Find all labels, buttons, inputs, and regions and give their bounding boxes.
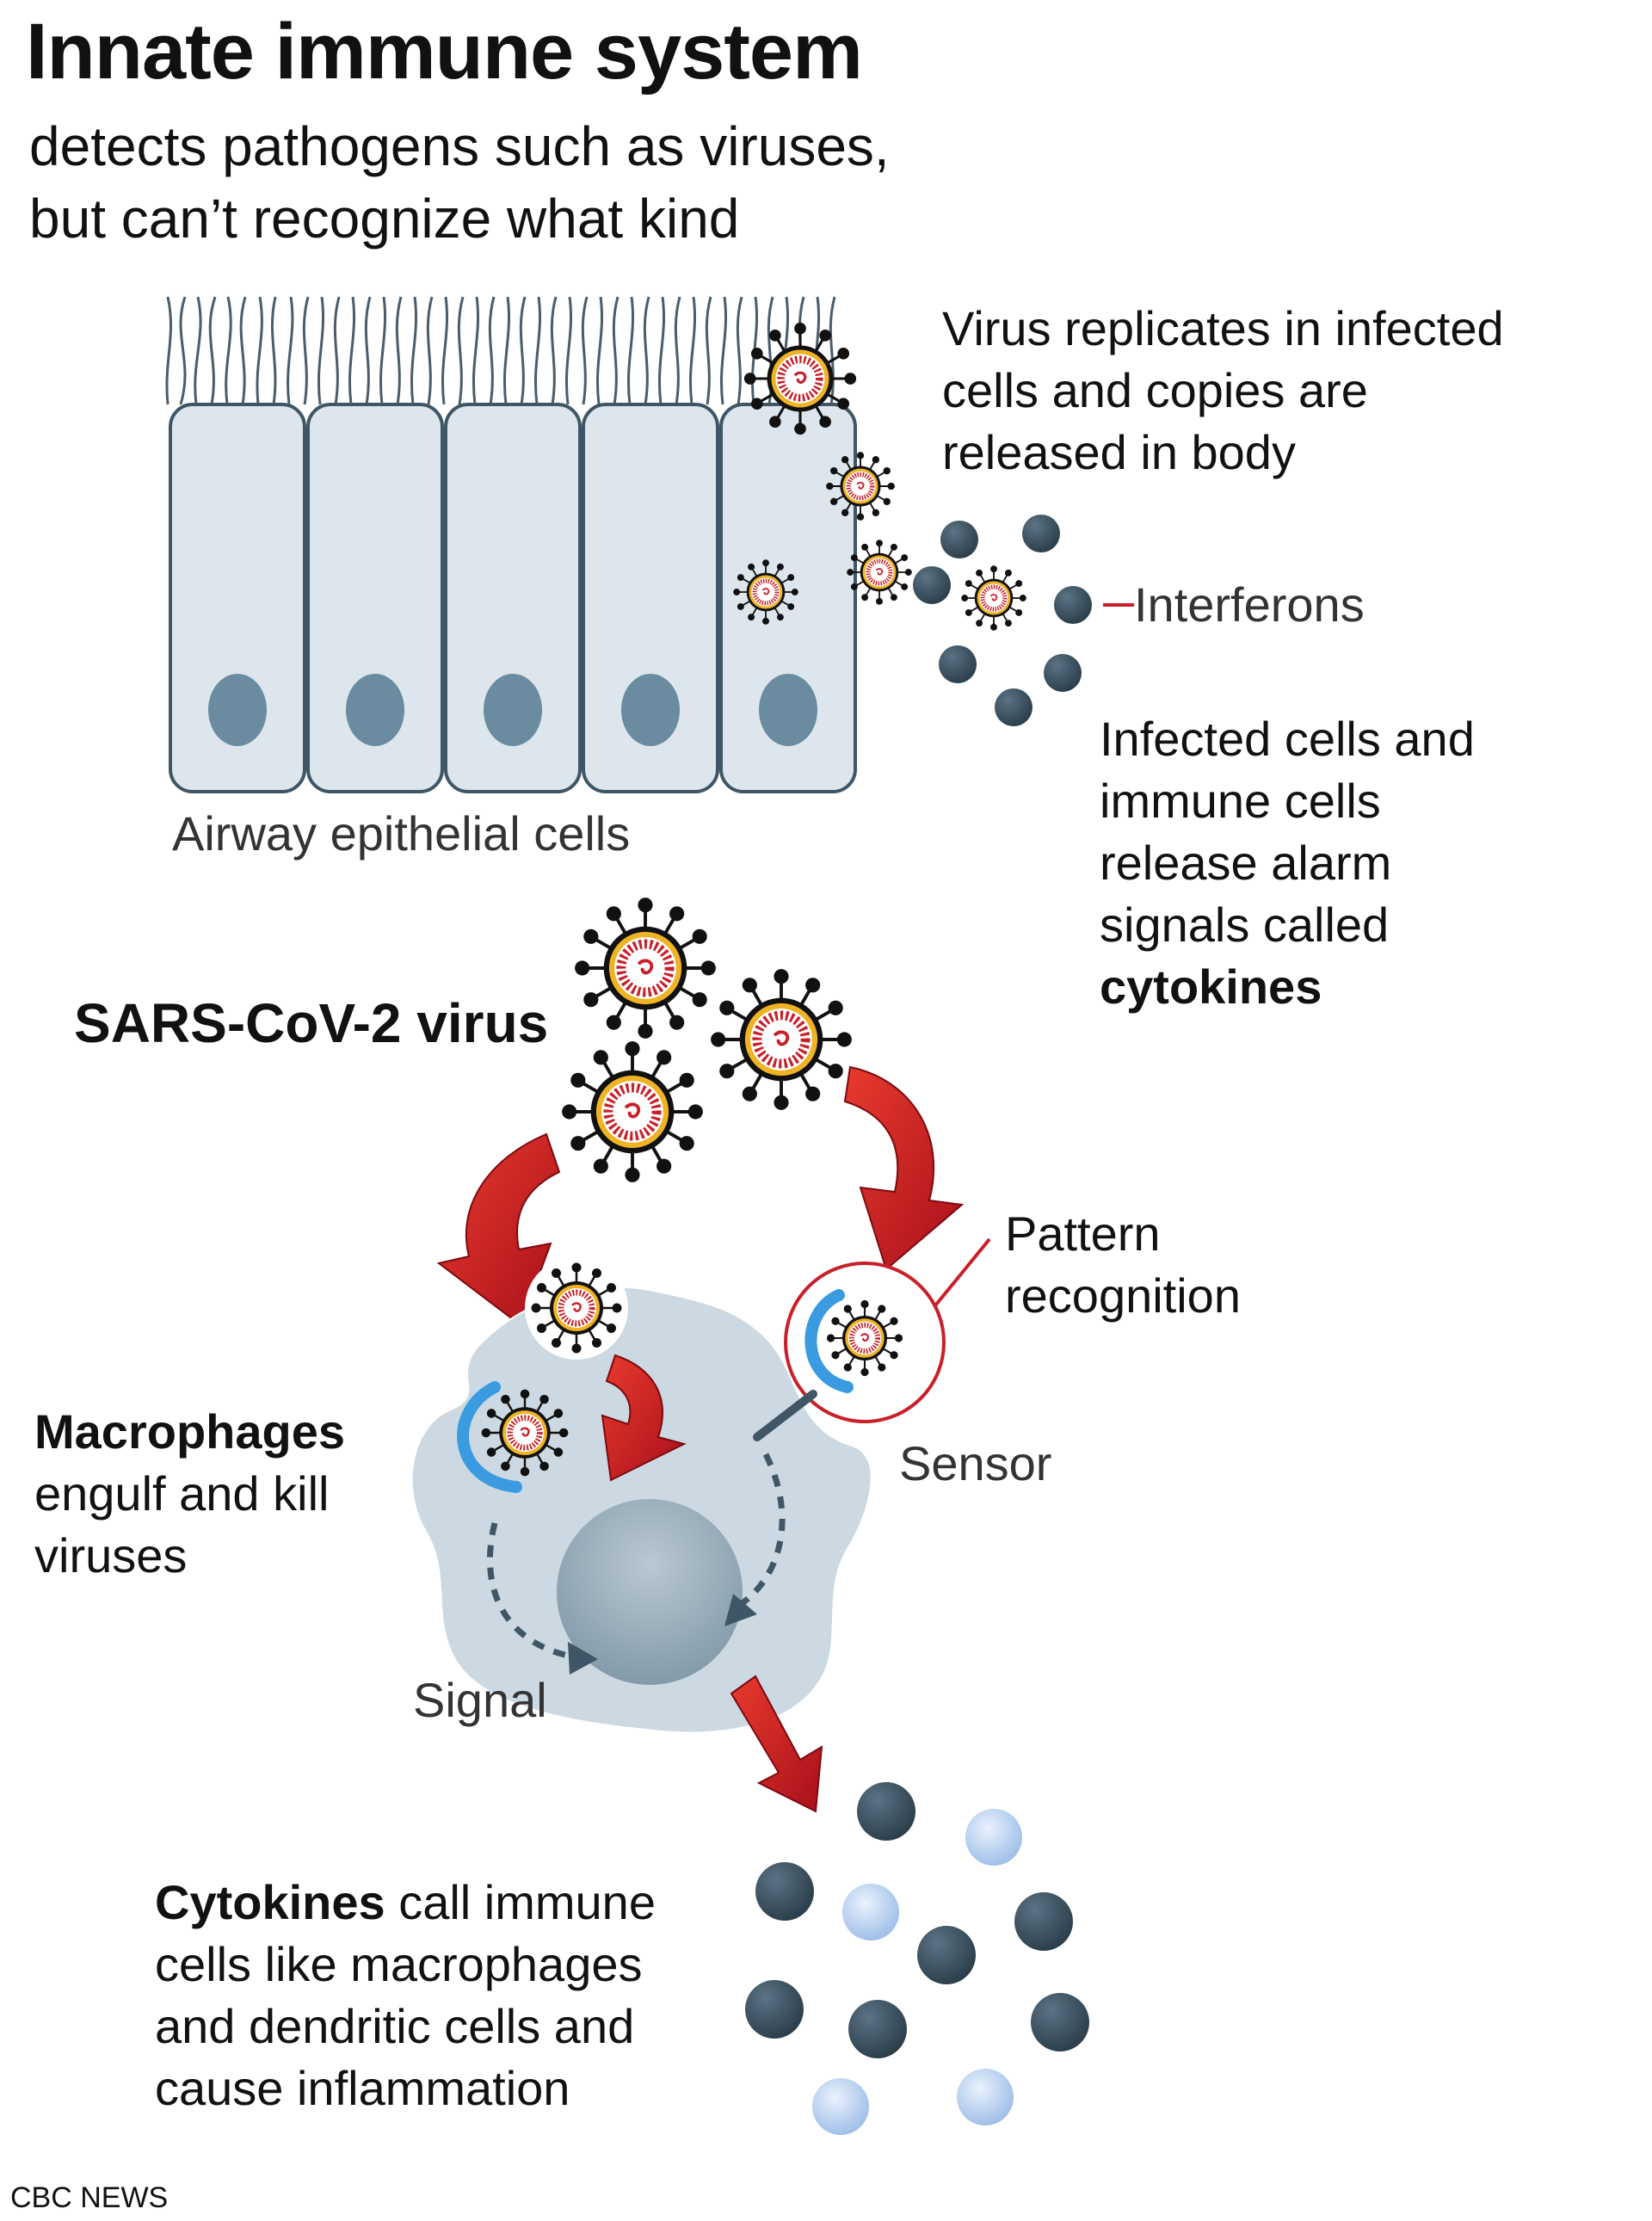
virus-replicates-label: Virus replicates in infected cells and c… <box>942 301 1504 479</box>
receptor-icon <box>457 1381 522 1493</box>
cytokines-label: Cytokines call immune cells like macroph… <box>155 1875 656 2115</box>
macrophage-nucleus <box>557 1499 743 1685</box>
page-title: Innate immune system <box>26 8 863 96</box>
sensor-stalk <box>753 1390 817 1441</box>
cytokines <box>745 1782 1089 2135</box>
infected-cells-label: Infected cells and immune cells release … <box>1100 712 1475 1014</box>
credit: CBC NEWS <box>10 2181 169 2214</box>
macrophages-label: Macrophages engulf and kill viruses <box>34 1404 345 1582</box>
pattern-recognition-label: Pattern recognition <box>1005 1206 1241 1323</box>
red-arrow-icon <box>730 1675 823 1813</box>
signal-arrowhead <box>568 1642 598 1675</box>
curved-arrow-icon <box>436 1065 965 1327</box>
airway-epithelial-cells <box>165 296 857 793</box>
interferons-label: Interferons <box>1134 577 1365 632</box>
virus-icon <box>562 898 852 1182</box>
pattern-recognition <box>784 1237 991 1423</box>
interferons <box>913 515 1092 726</box>
signal-arrow-icon <box>486 1453 786 1660</box>
sensor-label: Sensor <box>899 1436 1052 1490</box>
subtitle-line-1: detects pathogens such as viruses, <box>29 115 890 177</box>
airway-label: Airway epithelial cells <box>172 806 631 861</box>
signal-label: Signal <box>413 1673 547 1727</box>
subtitle-line-2: but can’t recognize what kind <box>29 188 740 250</box>
signal-arrowhead <box>724 1594 757 1626</box>
curved-arrow-icon <box>601 1354 687 1482</box>
sars-label: SARS-CoV-2 virus <box>74 992 549 1054</box>
